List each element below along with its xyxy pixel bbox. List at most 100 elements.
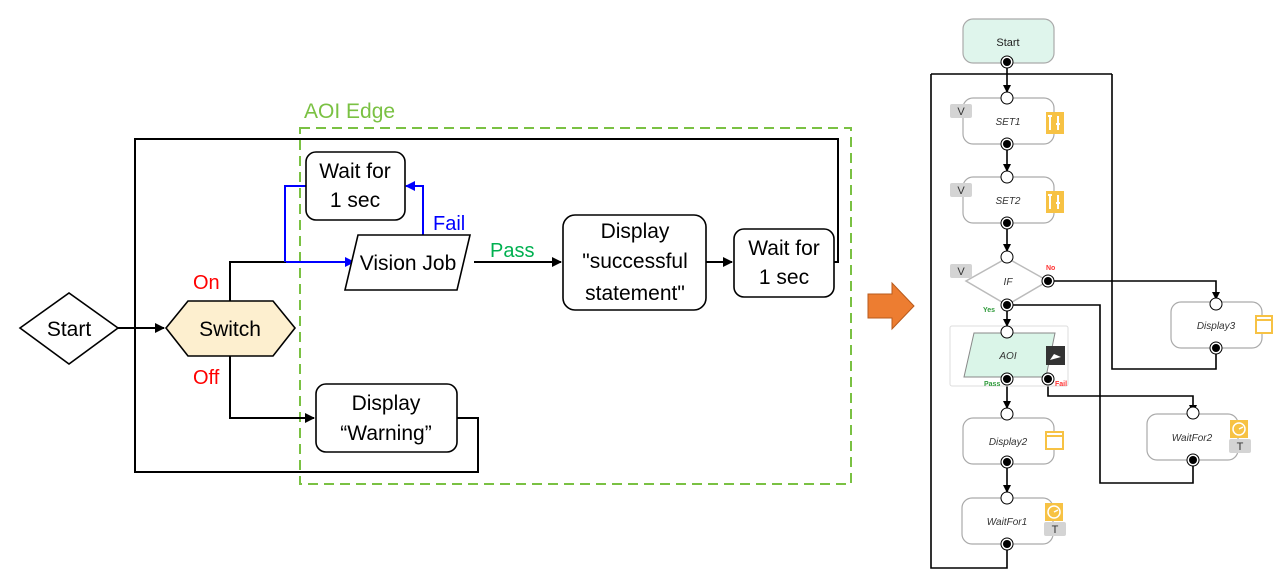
output-ports	[1000, 55, 1223, 551]
rnode-set2-label: SET2	[995, 196, 1020, 207]
camera-icon	[1046, 346, 1065, 365]
edge-r-aoi-fail	[1047, 379, 1197, 413]
node-wait-top-line2: 1 sec	[330, 189, 380, 212]
variable-badge-label: V	[957, 266, 965, 278]
node-start-label: Start	[47, 318, 92, 341]
edge-loop-bottom	[134, 328, 479, 473]
rnode-waitfor2[interactable]: WaitFor2 T	[1146, 413, 1251, 461]
edge-label-pass: Pass	[490, 240, 534, 262]
input-port[interactable]	[1000, 170, 1014, 184]
node-display-warning-line2: “Warning”	[340, 422, 431, 445]
rnode-display3[interactable]: Display3	[1170, 301, 1273, 349]
clock-icon	[1230, 420, 1248, 438]
rnode-if-label: IF	[1004, 277, 1014, 288]
input-port[interactable]	[1209, 297, 1223, 311]
rnode-if[interactable]: IF V	[950, 257, 1050, 306]
aoi-edge-group-label: AOI Edge	[304, 100, 395, 123]
output-port-no[interactable]	[1041, 274, 1055, 288]
window-icon	[1045, 431, 1064, 450]
tools-icon	[1046, 112, 1064, 134]
node-start[interactable]: Start	[18, 292, 120, 365]
output-port[interactable]	[1000, 55, 1014, 69]
edge-fail	[405, 181, 424, 235]
node-wait-top[interactable]: Wait for 1 sec	[305, 151, 406, 221]
edge-label-off: Off	[193, 367, 220, 389]
port-label-fail: Fail	[1055, 381, 1067, 388]
port-label-no: No	[1046, 265, 1055, 272]
node-display-success-line3: statement"	[585, 282, 685, 305]
edge-r-if-yes-loop	[1007, 304, 1194, 484]
edge-label-on: On	[193, 272, 220, 294]
node-display-success-line1: Display	[601, 220, 670, 243]
edge-switch-off	[229, 356, 315, 423]
output-port[interactable]	[1000, 216, 1014, 230]
input-port[interactable]	[1000, 250, 1014, 264]
rnode-aoi-label: AOI	[998, 351, 1016, 362]
node-vision-job[interactable]: Vision Job	[343, 234, 472, 291]
variable-badge	[950, 264, 972, 278]
node-switch-label: Switch	[199, 318, 261, 341]
left-flowchart: AOI Edge Start Switch On Off Wait for 1 …	[18, 100, 852, 485]
output-port[interactable]	[1209, 341, 1223, 355]
node-display-success[interactable]: Display "successful statement"	[562, 214, 707, 311]
timer-badge	[1229, 439, 1251, 453]
node-wait-top-line1: Wait for	[319, 160, 391, 183]
node-switch[interactable]: Switch	[164, 300, 297, 357]
rnode-display2-label: Display2	[989, 437, 1028, 448]
edge-r-if-no	[1048, 280, 1220, 300]
input-port[interactable]	[1000, 491, 1014, 505]
output-port-fail[interactable]	[1041, 372, 1055, 386]
rnode-waitfor1[interactable]: WaitFor1 T	[961, 497, 1066, 545]
output-port[interactable]	[1000, 455, 1014, 469]
output-port[interactable]	[1186, 453, 1200, 467]
output-port-pass[interactable]	[1000, 372, 1014, 386]
variable-badge-label: V	[957, 106, 965, 118]
output-port[interactable]	[1000, 537, 1014, 551]
node-vision-job-label: Vision Job	[360, 252, 457, 275]
input-port[interactable]	[1000, 325, 1014, 339]
output-port[interactable]	[1000, 137, 1014, 151]
edge-r-outer-left-loop	[930, 73, 1112, 569]
window-icon	[1255, 315, 1273, 334]
rnode-aoi[interactable]: AOI	[949, 325, 1069, 387]
port-label-yes: Yes	[983, 307, 995, 314]
edge-label-fail: Fail	[433, 213, 465, 235]
right-flowchart: Start SET1 V SET2 V IF	[930, 18, 1273, 569]
tools-icon	[1046, 191, 1064, 213]
variable-badge	[950, 104, 972, 118]
variable-badge	[950, 183, 972, 197]
edge-r-outer-right-loop	[1111, 74, 1217, 370]
node-wait-right-line1: Wait for	[748, 237, 820, 260]
timer-badge-label: T	[1052, 524, 1059, 536]
node-wait-right-line2: 1 sec	[759, 266, 809, 289]
clock-icon	[1045, 503, 1063, 521]
rnode-waitfor2-label: WaitFor2	[1172, 433, 1213, 444]
variable-badge-label: V	[957, 185, 965, 197]
timer-badge-label: T	[1237, 441, 1244, 453]
port-label-pass: Pass	[984, 381, 1000, 388]
rnode-set1[interactable]: SET1 V	[950, 97, 1064, 145]
aoi-edge-group-border	[299, 127, 852, 485]
rnode-display3-label: Display3	[1197, 321, 1236, 332]
input-port[interactable]	[1000, 407, 1014, 421]
node-display-warning[interactable]: Display “Warning”	[315, 383, 458, 453]
right-arrow-icon	[867, 281, 915, 331]
edge-switch-on	[229, 261, 286, 301]
rnode-set1-label: SET1	[995, 117, 1020, 128]
node-display-warning-line1: Display	[352, 392, 421, 415]
edge-loop-top	[134, 138, 839, 328]
edge-wait-retry	[284, 185, 306, 262]
rnode-start-label: Start	[996, 37, 1019, 49]
rnode-display2[interactable]: Display2	[962, 417, 1064, 465]
input-ports	[1000, 91, 1223, 505]
rnode-set2[interactable]: SET2 V	[950, 176, 1064, 224]
node-display-success-line2: "successful	[582, 250, 688, 273]
timer-badge	[1044, 522, 1066, 536]
input-port[interactable]	[1186, 406, 1200, 420]
node-wait-right[interactable]: Wait for 1 sec	[733, 228, 835, 298]
input-port[interactable]	[1000, 91, 1014, 105]
rnode-waitfor1-label: WaitFor1	[987, 517, 1027, 528]
output-port-yes[interactable]	[1000, 298, 1014, 312]
rnode-start[interactable]: Start	[962, 18, 1055, 64]
